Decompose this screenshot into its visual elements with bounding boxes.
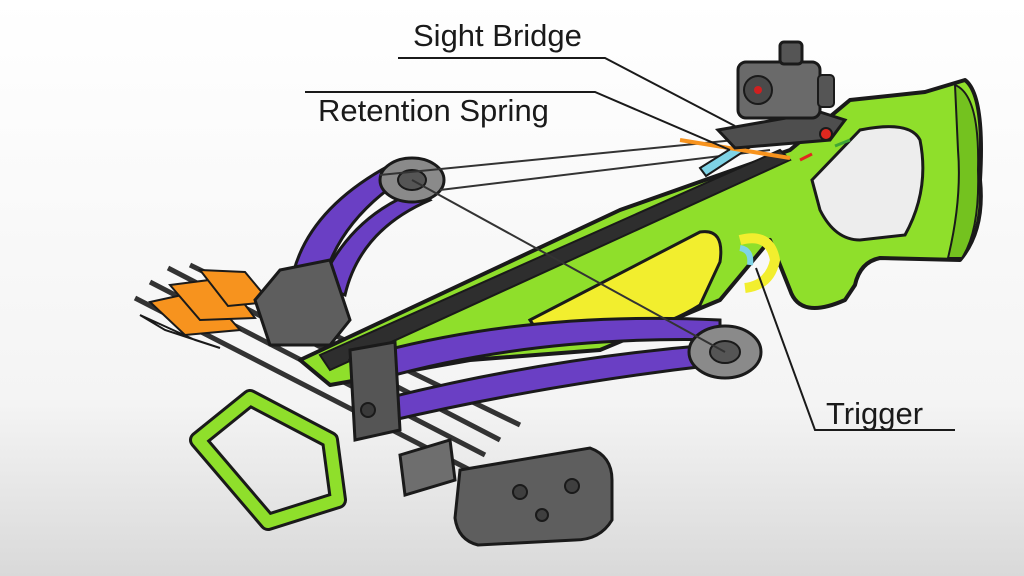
foot-stirrup-fill: [192, 392, 344, 528]
limb-pocket: [348, 340, 402, 442]
butt-pad: [946, 83, 980, 259]
retention-spring-leader: [305, 91, 731, 151]
bow-string: [411, 179, 726, 353]
arrow-quiver-icon: [133, 262, 614, 547]
trigger-icon: [739, 245, 754, 266]
trigger-guard: [738, 233, 781, 293]
stock-cutout: [810, 125, 925, 242]
trigger-label: Trigger: [826, 396, 924, 431]
safety-icon: [819, 127, 833, 141]
retention-spring-label: Retention Spring: [318, 93, 549, 128]
barrel-rail: [318, 148, 792, 372]
trigger-leader: [755, 267, 955, 431]
sight-bridge-label: Sight Bridge: [413, 18, 582, 53]
riser: [253, 258, 352, 347]
sight-bridge-leader: [398, 57, 736, 127]
red-dot-sight-icon: [736, 40, 835, 120]
